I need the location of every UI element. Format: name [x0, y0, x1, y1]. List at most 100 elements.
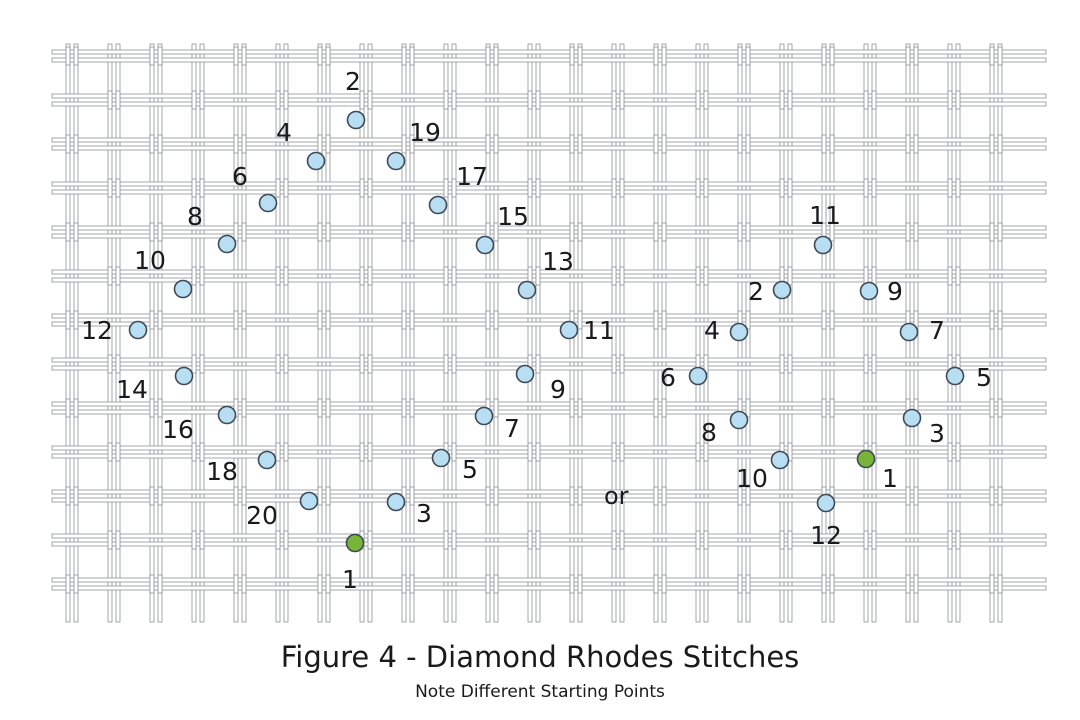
- hole-dot: [257, 450, 277, 470]
- hole-dot: [772, 280, 792, 300]
- canvas-thread-weave: [905, 46, 919, 594]
- hole-dot: [386, 492, 406, 512]
- hole-number-label: 4: [704, 316, 720, 345]
- canvas-thread-horizontal: [51, 533, 1047, 547]
- canvas-thread-horizontal: [51, 445, 1047, 459]
- stitch-hole: 9: [859, 277, 903, 306]
- canvas-thread-vertical: [485, 43, 499, 623]
- hole-number-label: 20: [246, 501, 278, 530]
- canvas-thread-vertical: [233, 43, 247, 623]
- stitch-hole: 10: [736, 450, 790, 493]
- stitch-hole: 6: [232, 162, 278, 213]
- canvas-thread-vertical: [443, 43, 457, 623]
- hole-dot: [173, 279, 193, 299]
- or-label: or: [604, 482, 629, 510]
- canvas-thread-horizontal: [51, 489, 1047, 503]
- stitch-hole: 20: [246, 491, 319, 530]
- stitch-hole: 6: [660, 363, 708, 392]
- hole-dot: [945, 366, 965, 386]
- stitch-hole: 3: [902, 408, 945, 448]
- canvas-thread-vertical: [863, 43, 877, 623]
- stitch-hole: 12: [81, 316, 148, 345]
- hole-number-label: 12: [81, 316, 113, 345]
- hole-dot: [217, 405, 237, 425]
- stitch-hole: 5: [945, 363, 992, 392]
- stitch-hole: 7: [474, 406, 520, 443]
- canvas-thread-weave: [611, 90, 625, 550]
- stitch-hole: 8: [701, 410, 749, 447]
- hole-dot: [346, 110, 366, 130]
- hole-dot: [729, 410, 749, 430]
- hole-number-label: 7: [929, 316, 945, 345]
- canvas-thread-weave: [737, 46, 751, 594]
- hole-number-label: 4: [276, 118, 292, 147]
- start-hole: 1: [342, 533, 365, 594]
- hole-number-label: 14: [116, 375, 148, 404]
- hole-number-label: 11: [809, 201, 841, 230]
- stitch-hole: 11: [559, 316, 615, 345]
- canvas-thread-vertical: [65, 43, 79, 623]
- hole-number-label: 5: [976, 363, 992, 392]
- stitch-hole: 13: [517, 247, 574, 300]
- hole-dot: [559, 320, 579, 340]
- hole-dot: [729, 322, 749, 342]
- canvas-thread-vertical: [611, 43, 625, 623]
- hole-dot: [299, 491, 319, 511]
- hole-dot: [688, 366, 708, 386]
- hole-dot: [902, 408, 922, 428]
- hole-dot: [174, 366, 194, 386]
- canvas-thread-weave: [695, 90, 709, 550]
- stitch-holes: 1234567891011121314151617181920123456789…: [81, 67, 992, 594]
- hole-dot: [816, 493, 836, 513]
- hole-number-label: 6: [232, 162, 248, 191]
- canvas-thread-weave: [233, 46, 247, 594]
- hole-dot: [386, 151, 406, 171]
- start-hole-dot: [856, 449, 876, 469]
- canvas-thread-weave: [779, 90, 793, 550]
- hole-number-label: 17: [456, 162, 488, 191]
- hole-number-label: 1: [342, 565, 358, 594]
- canvas-thread-vertical: [107, 43, 121, 623]
- hole-number-label: 10: [134, 246, 166, 275]
- hole-number-label: 9: [550, 375, 566, 404]
- hole-dot: [217, 234, 237, 254]
- canvas-thread-weave: [653, 46, 667, 594]
- stitch-hole: 11: [809, 201, 841, 255]
- canvas-thread-horizontal: [51, 49, 1047, 63]
- canvas-thread-vertical: [989, 43, 1003, 623]
- hole-dot: [258, 193, 278, 213]
- hole-number-label: 8: [701, 418, 717, 447]
- stitch-hole: 7: [899, 316, 945, 345]
- canvas-thread-vertical: [653, 43, 667, 623]
- hole-dot: [515, 364, 535, 384]
- stitch-hole: 10: [134, 246, 193, 299]
- hole-dot: [517, 280, 537, 300]
- stitch-hole: 2: [345, 67, 366, 130]
- canvas-thread-vertical: [779, 43, 793, 623]
- hole-dot: [859, 281, 879, 301]
- canvas-thread-weave: [275, 90, 289, 550]
- canvas-thread-horizontal: [51, 401, 1047, 415]
- canvas-thread-weave: [821, 46, 835, 594]
- canvas-thread-weave: [989, 46, 1003, 594]
- stitch-hole: 15: [475, 202, 529, 255]
- canvas-thread-vertical: [191, 43, 205, 623]
- canvas-thread-weave: [947, 90, 961, 550]
- canvas-thread-weave: [527, 90, 541, 550]
- hole-number-label: 6: [660, 363, 676, 392]
- hole-number-label: 3: [929, 419, 945, 448]
- canvas-thread-horizontal: [51, 313, 1047, 327]
- hole-number-label: 11: [583, 316, 615, 345]
- stitch-hole: 14: [116, 366, 194, 404]
- figure-subtitle: Note Different Starting Points: [415, 682, 665, 702]
- hole-number-label: 13: [542, 247, 574, 276]
- canvas-thread-weave: [107, 90, 121, 550]
- canvas-thread-vertical: [695, 43, 709, 623]
- hole-dot: [431, 448, 451, 468]
- hole-number-label: 2: [748, 277, 764, 306]
- hole-number-label: 10: [736, 464, 768, 493]
- canvas-mesh-grid: [51, 43, 1047, 623]
- stitch-hole: 17: [428, 162, 488, 215]
- canvas-thread-weave: [569, 46, 583, 594]
- canvas-thread-horizontal: [51, 181, 1047, 195]
